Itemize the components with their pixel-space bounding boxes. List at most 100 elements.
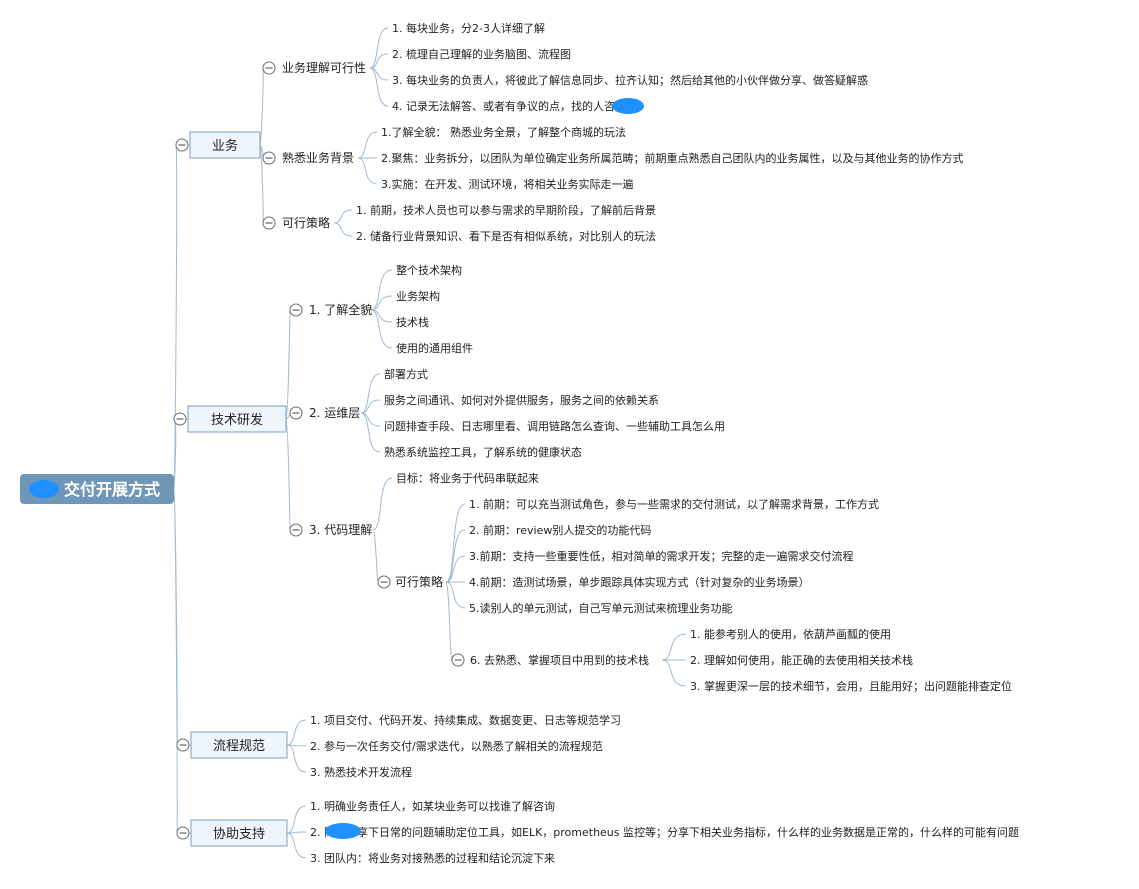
- connector-line: [333, 222, 353, 237]
- collapse-toggle[interactable]: [289, 406, 303, 420]
- connector-line: [445, 581, 453, 661]
- connector-line: [661, 633, 687, 661]
- connector-line: [370, 295, 393, 311]
- leaf-item: 1. 项目交付、代码开发、持续集成、数据变更、日志等规范学习: [310, 713, 621, 727]
- leaf-item: 6. 去熟悉、掌握项目中用到的技术栈: [470, 653, 649, 667]
- collapse-toggle[interactable]: [176, 826, 190, 840]
- leaf-item: 2. 理解如何使用，能正确的去使用相关技术栈: [690, 653, 913, 667]
- connector-line: [369, 27, 389, 69]
- leaf-item: 2. 参与一次任务交付/需求迭代，以熟悉了解相关的流程规范: [310, 739, 603, 753]
- leaf-item: 3.前期：支持一些重要性低，相对简单的需求开发；完整的走一遍需求交付流程: [469, 549, 854, 563]
- leaf-item: 服务之间通讯、如何对外提供服务，服务之间的依赖关系: [384, 393, 659, 407]
- connector-line: [445, 503, 466, 583]
- sub-node-jishu-2: 3. 代码理解: [309, 523, 372, 537]
- connector-line: [360, 412, 381, 453]
- connector-line: [285, 418, 291, 531]
- connector-line: [661, 659, 687, 687]
- branch-jishuyanfa[interactable]: 技术研发: [187, 405, 287, 433]
- branch-xiezhuzhichi[interactable]: 协助支持: [190, 819, 288, 847]
- leaf-item: 3. 掌握更深一层的技术细节，会用，且能用好；出问题能排查定位: [690, 679, 1012, 693]
- collapse-toggle[interactable]: [176, 738, 190, 752]
- branch-yewu-box: [189, 131, 261, 159]
- leaf-item: 1. 每块业务，分2-3人详细了解: [392, 21, 545, 35]
- branch-jishuyanfa-box: [187, 405, 287, 433]
- branch-jishuyanfa-label: 技术研发: [211, 412, 263, 428]
- connector-line: [286, 805, 307, 834]
- leaf-item: 2. 同学分享下日常的问题辅助定位工具，如ELK，prometheus 监控等；…: [310, 825, 1019, 839]
- leaf-item: 2.聚焦：业务拆分，以团队为单位确定业务所属范畴；前期重点熟悉自己团队内的业务属…: [381, 151, 964, 165]
- leaf-item: 4.前期：造测试场景，单步跟踪具体实现方式（针对复杂的业务场景）: [469, 575, 810, 589]
- branch-liuchengguifan-label: 流程规范: [213, 739, 265, 754]
- sub-node-kexingcelue: 可行策略: [395, 574, 443, 589]
- leaf-item: 1. 能参考别人的使用，依葫芦画瓢的使用: [690, 627, 891, 641]
- leaf-item: 熟悉系统监控工具，了解系统的健康状态: [384, 445, 582, 459]
- connector-line: [286, 719, 307, 746]
- branch-xiezhuzhichi-label: 协助支持: [213, 827, 265, 842]
- collapse-toggle[interactable]: [262, 216, 276, 230]
- connector-line: [285, 309, 291, 420]
- collapse-toggle[interactable]: [289, 303, 303, 317]
- connector-line: [173, 488, 178, 834]
- collapse-toggle[interactable]: [262, 61, 276, 75]
- redaction-mark: [325, 823, 361, 839]
- connector-line: [360, 399, 381, 414]
- branch-xiezhuzhichi-box: [190, 819, 288, 847]
- leaf-item: 3. 团队内：将业务对接熟悉的过程和结论沉淀下来: [310, 851, 555, 865]
- leaf-item: 5.读别人的单元测试，自己写单元测试来梳理业务功能: [469, 601, 733, 615]
- sub-node-yewu-2: 可行策略: [282, 215, 330, 230]
- leaf-item: 业务架构: [396, 289, 440, 303]
- leaf-item: 1. 前期：可以充当测试角色，参与一些需求的交付测试，以了解需求背景，工作方式: [469, 497, 879, 511]
- connector-line: [333, 209, 353, 224]
- sub-node-yewu-1: 熟悉业务背景: [282, 150, 354, 165]
- root-node[interactable]: 交付开展方式: [20, 474, 174, 504]
- leaf-item: 目标：将业务于代码串联起来: [396, 471, 539, 485]
- leaf-item: 2. 前期：review别人提交的功能代码: [469, 523, 651, 537]
- leaf-item: 技术栈: [396, 315, 429, 329]
- leaf-item: 1. 前期，技术人员也可以参与需求的早期阶段，了解前后背景: [356, 203, 656, 217]
- leaf-item: 1. 明确业务责任人，如某块业务可以找谁了解咨询: [310, 799, 555, 813]
- leaf-item: 3. 每块业务的负责人，将彼此了解信息同步、拉齐认知；然后给其他的小伙伴做分享、…: [392, 73, 868, 87]
- connector-line: [360, 373, 381, 414]
- leaf-item: 2. 储备行业背景知识、看下是否有相似系统，对比别人的玩法: [356, 229, 656, 243]
- leaf-item: 3. 熟悉技术开发流程: [310, 765, 412, 779]
- connector-line: [369, 67, 389, 107]
- leaf-item: 4. 记录无法解答、或者有争议的点，找的人咨询: [392, 99, 626, 113]
- leaf-item: 3.实施：在开发、测试环境，将相关业务实际走一遍: [381, 177, 634, 191]
- connector-lines: [173, 27, 687, 859]
- collapse-toggle[interactable]: [451, 653, 465, 667]
- leaf-item: 使用的通用组件: [396, 341, 473, 355]
- connector-line: [357, 157, 378, 185]
- leaf-item: 2. 梳理自己理解的业务脑图、流程图: [392, 47, 571, 61]
- sub-node-jishu-1: 2. 运维层: [309, 406, 360, 420]
- connector-line: [369, 53, 389, 69]
- connector-line: [357, 131, 378, 159]
- connector-line: [445, 555, 466, 583]
- collapse-toggle[interactable]: [175, 138, 189, 152]
- connector-line: [445, 529, 466, 583]
- collapse-toggle[interactable]: [173, 412, 187, 426]
- connector-line: [370, 309, 393, 349]
- connector-line: [372, 529, 379, 583]
- connector-line: [286, 744, 307, 773]
- connector-line: [370, 269, 393, 311]
- root-node-label: 交付开展方式: [64, 480, 160, 499]
- branch-yewu-label: 业务: [212, 138, 238, 154]
- sub-node-yewu-0: 业务理解可行性: [282, 60, 366, 75]
- collapse-toggle[interactable]: [289, 523, 303, 537]
- branch-yewu[interactable]: 业务: [189, 131, 261, 159]
- collapse-toggle[interactable]: [262, 151, 276, 165]
- leaf-item: 部署方式: [384, 367, 428, 381]
- root-node-box: [20, 474, 174, 504]
- leaf-item: 问题排查手段、日志哪里看、调用链路怎么查询、一些辅助工具怎么用: [384, 419, 725, 433]
- collapse-toggle[interactable]: [377, 575, 391, 589]
- branch-liuchengguifan-box: [190, 731, 288, 759]
- sub-node-jishu-0: 1. 了解全貌: [309, 302, 372, 317]
- leaf-item: 整个技术架构: [396, 263, 462, 277]
- redaction-mark: [612, 98, 644, 114]
- leaf-item: 1.了解全貌： 熟悉业务全景，了解整个商城的玩法: [381, 125, 626, 139]
- connector-line: [372, 477, 393, 531]
- branch-liuchengguifan[interactable]: 流程规范: [190, 731, 288, 759]
- connector-line: [445, 581, 466, 609]
